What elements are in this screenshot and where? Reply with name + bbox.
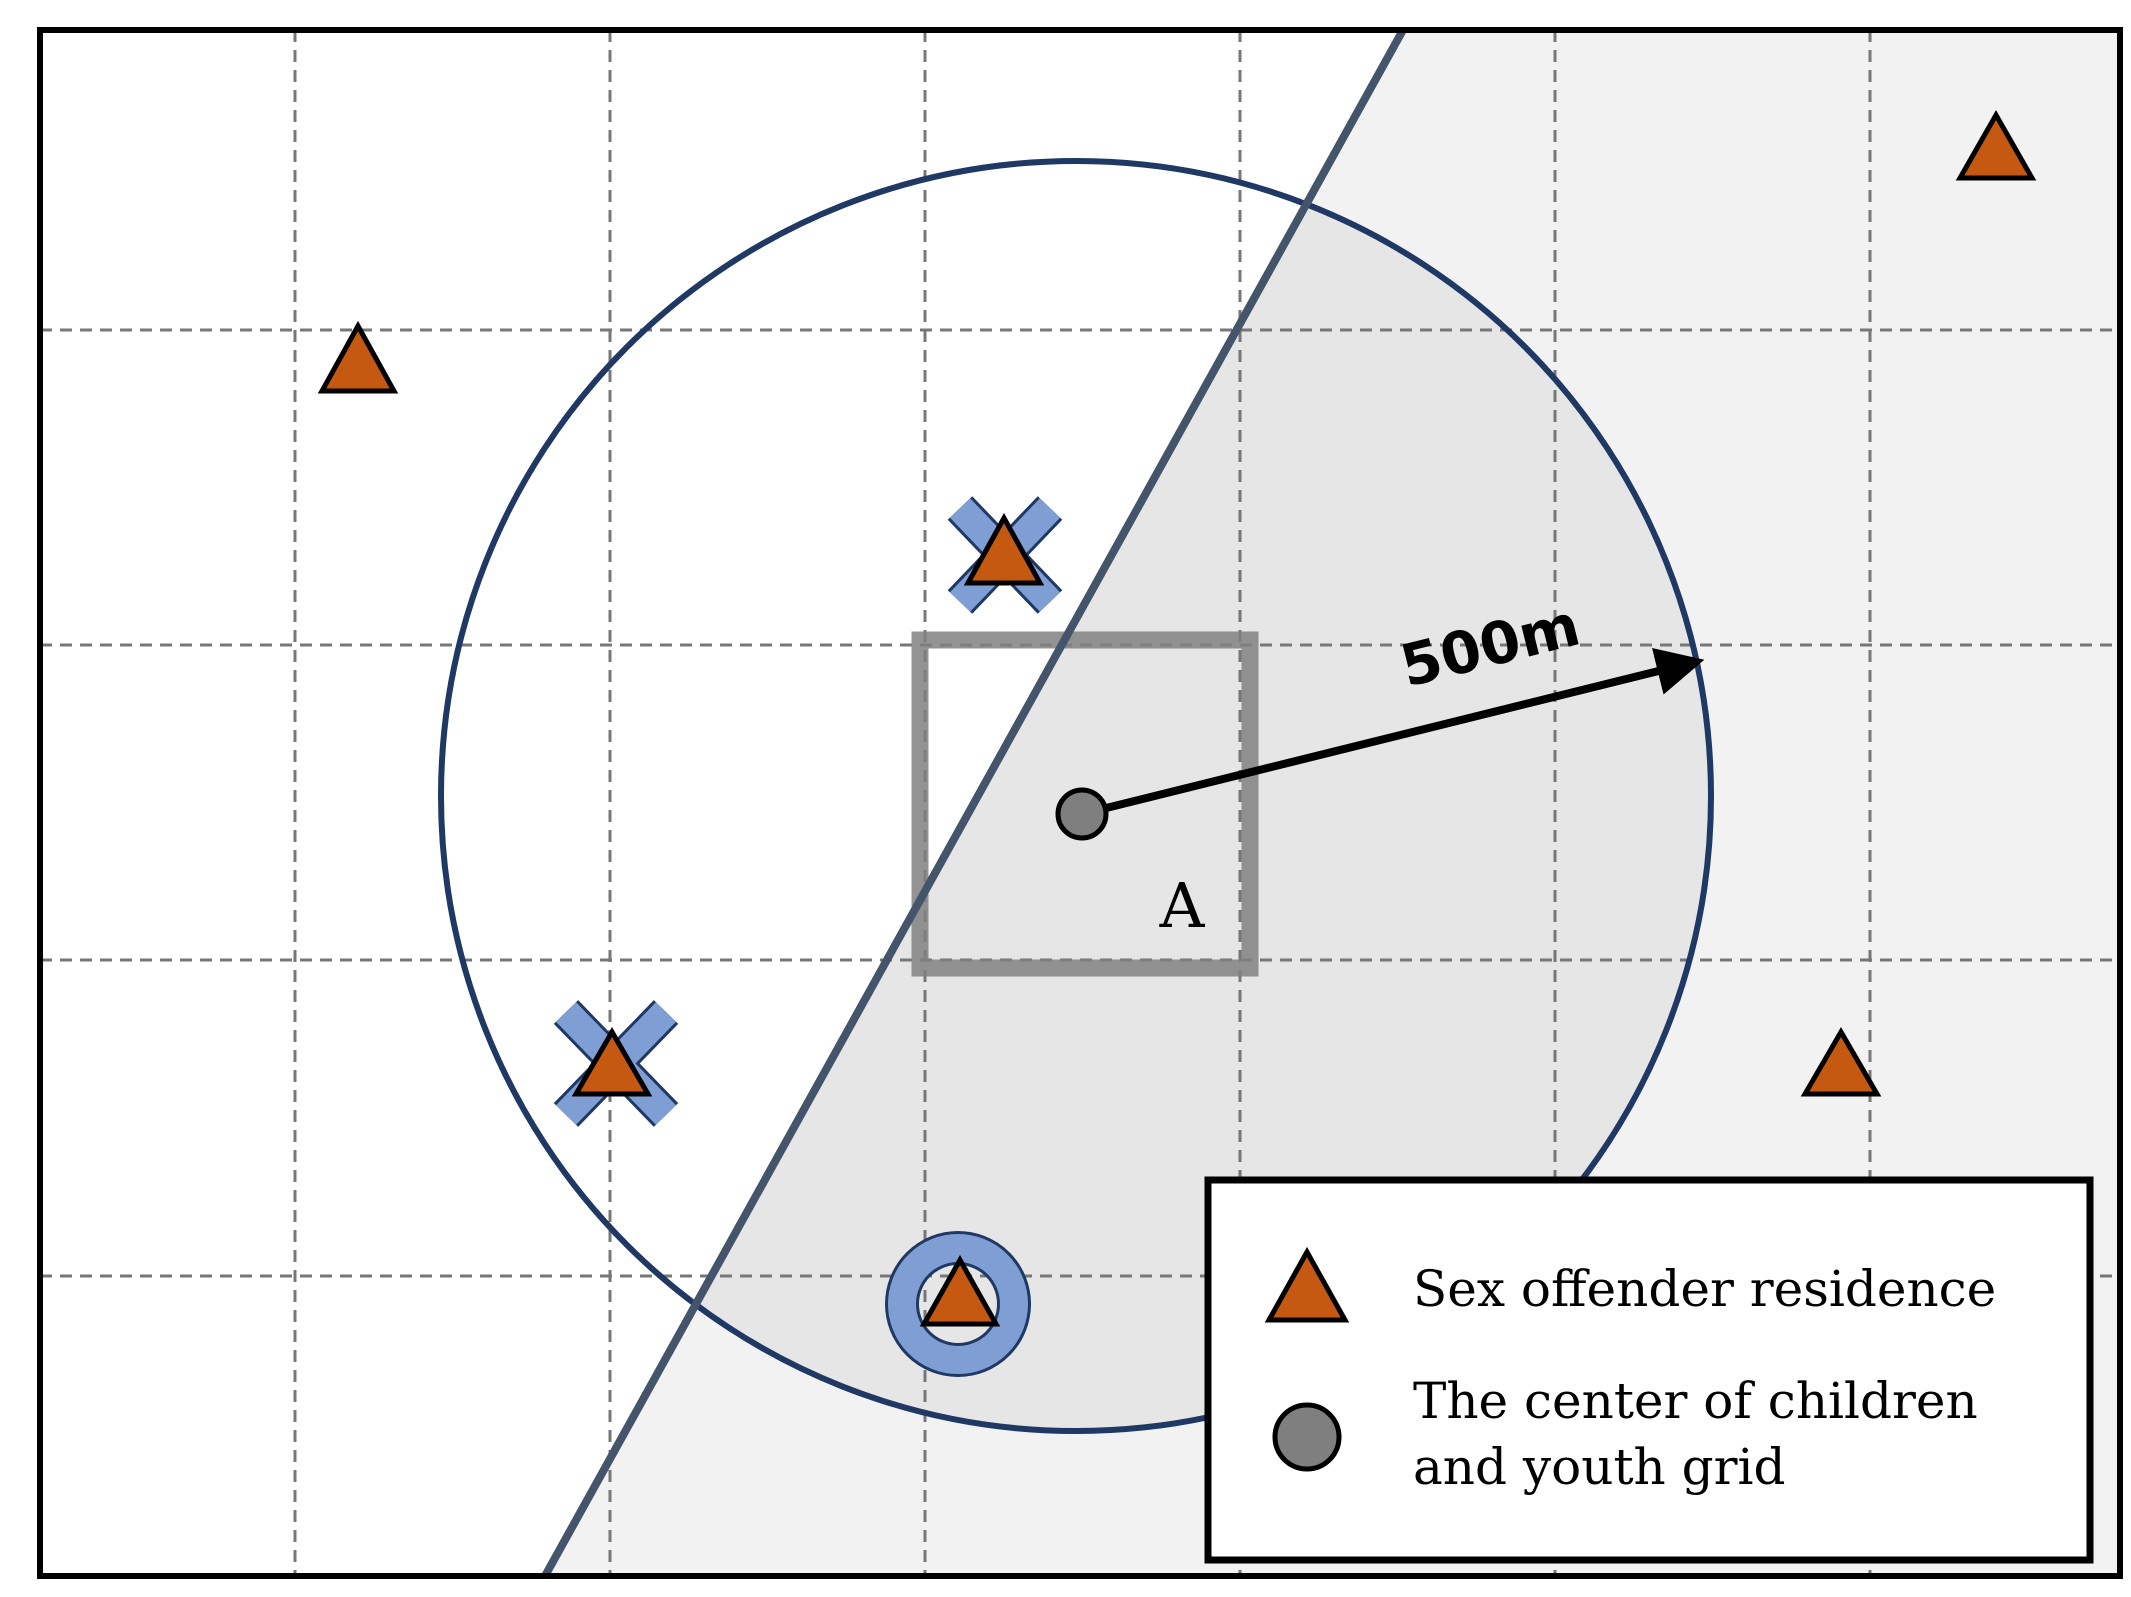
grid-cell-a bbox=[911, 631, 1259, 977]
divider-line bbox=[541, 30, 1407, 1576]
offender-triangle bbox=[919, 1254, 1001, 1327]
legend-item-offender: Sex offender residence bbox=[1413, 1260, 1996, 1318]
legend-item-center-line1: The center of children bbox=[1413, 1372, 1978, 1430]
legend-item-center-line2: and youth grid bbox=[1413, 1438, 1786, 1496]
legend-box bbox=[1204, 1176, 2094, 1564]
grid-center-point bbox=[1055, 787, 1109, 841]
offender-triangle bbox=[963, 512, 1045, 586]
offender-triangle bbox=[317, 320, 399, 394]
triangle-icon bbox=[1264, 1246, 1350, 1323]
inside-region bbox=[545, 161, 1711, 1431]
radius-arrow bbox=[1081, 647, 1705, 818]
offender-triangle bbox=[1955, 109, 2037, 181]
offender-triangle bbox=[571, 1027, 653, 1097]
legend: Sex offender residence The center of chi… bbox=[1204, 1176, 2094, 1564]
offender-triangle bbox=[1800, 1027, 1882, 1097]
grid-cell-label: A bbox=[1159, 869, 1206, 942]
circle-dot-icon bbox=[1272, 1402, 1342, 1472]
diagram-frame bbox=[37, 27, 2123, 1579]
included-ring-fill bbox=[888, 1234, 1028, 1374]
buffer-circle bbox=[438, 158, 1714, 1434]
